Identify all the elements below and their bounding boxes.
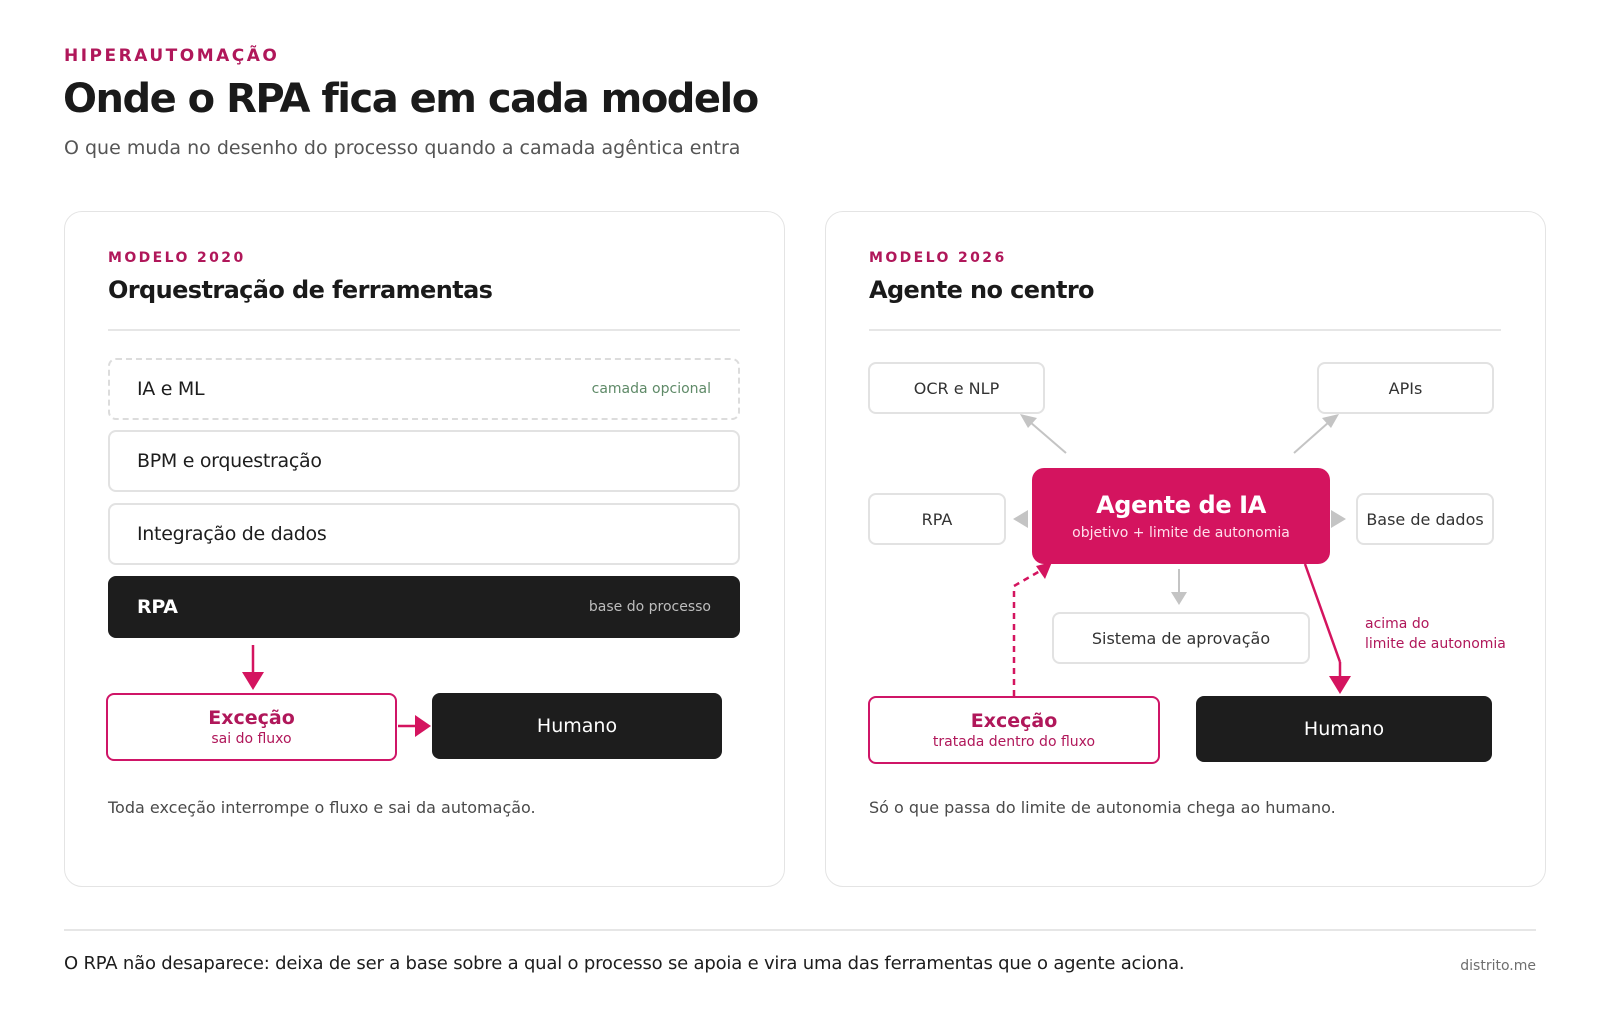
footer-divider [64, 929, 1536, 931]
autonomy-note-line: acima do [1365, 616, 1430, 632]
human-box: Humano [432, 693, 722, 759]
arrow-agent-to-human-line [1303, 563, 1342, 663]
panel-eyebrow: MODELO 2026 [869, 250, 1007, 266]
panel-caption: Toda exceção interrompe o fluxo e sai da… [108, 798, 536, 817]
layer-note: camada opcional [591, 381, 711, 397]
exception-title: Exceção [970, 710, 1058, 732]
human-label: Humano [536, 715, 618, 737]
autonomy-note-line: limite de autonomia [1365, 636, 1506, 652]
exception-title: Exceção [208, 707, 295, 729]
panel-model-2026: MODELO 2026 Agente no centro OCR e NLP A [825, 211, 1546, 887]
arrow-head [242, 672, 264, 690]
panel-divider [869, 329, 1501, 331]
agent-sub: objetivo + limite de autonomia [1072, 525, 1290, 541]
tool-ocr-nlp: OCR e NLP [868, 362, 1045, 414]
panel-model-2020: MODELO 2020 Orquestração de ferramentas … [64, 211, 785, 887]
layer-label: RPA [137, 596, 178, 618]
tool-label: APIs [1388, 378, 1423, 398]
exception-sub: sai do fluxo [211, 731, 292, 747]
human-box: Humano [1196, 696, 1492, 762]
panel-title: Orquestração de ferramentas [108, 276, 493, 304]
exception-sub: tratada dentro do fluxo [932, 734, 1096, 750]
arrow-agent-to-apis [1293, 421, 1330, 454]
tool-label: RPA [921, 509, 953, 529]
autonomy-limit-note: acima do limite de autonomia [1365, 614, 1506, 654]
arrow-head [1020, 414, 1037, 428]
tool-label: OCR e NLP [913, 378, 1000, 398]
arrow-agent-to-ocr [1029, 421, 1067, 454]
tool-approval-system: Sistema de aprovação [1052, 612, 1310, 664]
exception-box: Exceção sai do fluxo [106, 693, 397, 761]
panel-divider [108, 329, 740, 331]
arrow-agent-to-rpa [1013, 510, 1028, 528]
footer-text: O RPA não desaparece: deixa de ser a bas… [64, 953, 1185, 974]
footer-brand: distrito.me [1460, 958, 1536, 974]
layer-integracao: Integração de dados [108, 503, 740, 565]
arrow-head [1329, 676, 1351, 694]
layer-note: base do processo [588, 599, 711, 615]
right-arrows [1012, 414, 1351, 696]
left-arrows [242, 645, 431, 737]
tool-apis: APIs [1317, 362, 1494, 414]
arrow-head [415, 715, 431, 737]
layer-ia-ml: IA e ML camada opcional [108, 358, 740, 420]
agent-box: Agente de IA objetivo + limite de autono… [1032, 468, 1330, 564]
panel-caption: Só o que passa do limite de autonomia ch… [869, 798, 1336, 817]
panel-eyebrow: MODELO 2020 [108, 250, 246, 266]
layer-label: BPM e orquestração [137, 450, 322, 472]
page-title: Onde o RPA fica em cada modelo [63, 76, 759, 122]
layer-rpa: RPA base do processo [108, 576, 740, 638]
page-subtitle: O que muda no desenho do processo quando… [64, 137, 741, 159]
panel-title: Agente no centro [869, 276, 1095, 304]
tool-database: Base de dados [1356, 493, 1494, 545]
agent-title: Agente de IA [1096, 491, 1266, 519]
human-label: Humano [1303, 718, 1385, 740]
arrow-head [1322, 414, 1339, 428]
layer-bpm: BPM e orquestração [108, 430, 740, 492]
layer-label: IA e ML [137, 378, 205, 400]
tool-label: Sistema de aprovação [1091, 628, 1271, 648]
exception-box: Exceção tratada dentro do fluxo [868, 696, 1160, 764]
arrow-agent-to-db [1331, 510, 1346, 528]
layer-label: Integração de dados [137, 523, 327, 545]
arrow-head [1171, 592, 1187, 605]
arrow-exception-to-agent [1012, 569, 1041, 696]
tool-label: Base de dados [1366, 509, 1484, 529]
page-eyebrow: HIPERAUTOMAÇÃO [64, 46, 280, 66]
arrow-head [1036, 562, 1052, 579]
tool-rpa: RPA [868, 493, 1006, 545]
